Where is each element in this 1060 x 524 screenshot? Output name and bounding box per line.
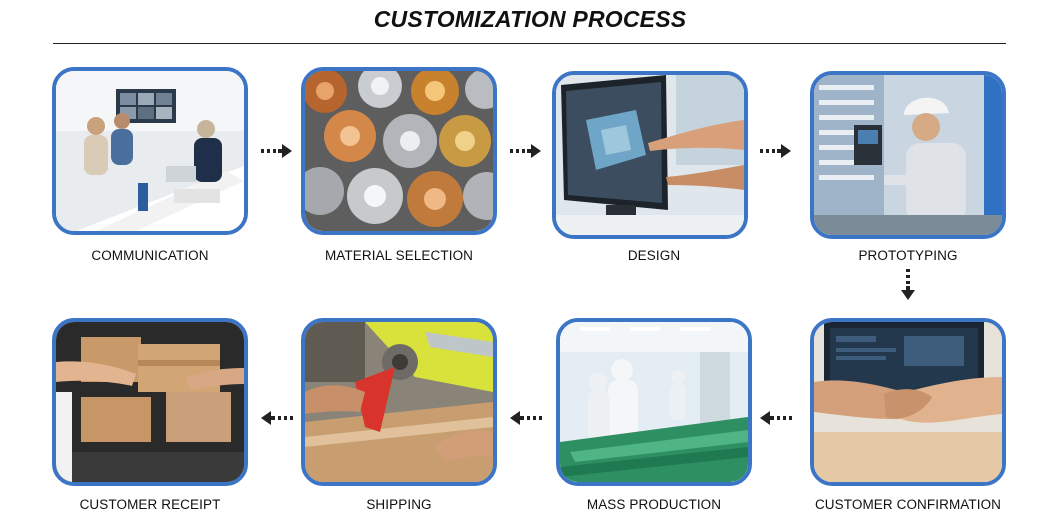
arrow-left-icon bbox=[510, 411, 542, 425]
step-image-design bbox=[552, 71, 748, 239]
arrow-left-icon bbox=[760, 411, 792, 425]
title-divider bbox=[53, 43, 1006, 44]
step-label: MATERIAL SELECTION bbox=[324, 248, 474, 263]
step-label: PROTOTYPING bbox=[858, 248, 958, 263]
arrow-right-icon bbox=[760, 144, 791, 158]
step-image-communication bbox=[52, 67, 248, 235]
step-label: COMMUNICATION bbox=[91, 248, 209, 263]
arrow-left-icon bbox=[261, 411, 293, 425]
step-label: DESIGN bbox=[627, 248, 681, 263]
step-label: SHIPPING bbox=[366, 497, 432, 512]
arrow-down-icon bbox=[901, 269, 915, 300]
step-image-customer-receipt bbox=[52, 318, 248, 486]
arrow-right-icon bbox=[510, 144, 541, 158]
step-image-prototyping bbox=[810, 71, 1006, 239]
step-label: MASS PRODUCTION bbox=[586, 497, 722, 512]
step-image-mass-production bbox=[556, 318, 752, 486]
step-label: CUSTOMER CONFIRMATION bbox=[814, 497, 1002, 512]
step-image-shipping bbox=[301, 318, 497, 486]
page-title: CUSTOMIZATION PROCESS bbox=[373, 6, 687, 32]
arrow-right-icon bbox=[261, 144, 292, 158]
step-label: CUSTOMER RECEIPT bbox=[79, 497, 221, 512]
step-image-customer-confirmation bbox=[810, 318, 1006, 486]
step-image-material-selection bbox=[301, 67, 497, 235]
